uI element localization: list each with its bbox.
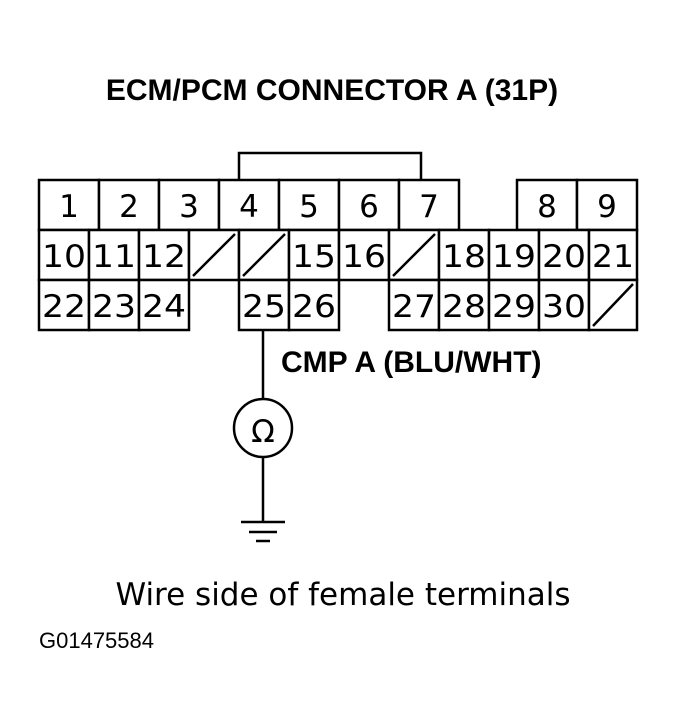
terminal-cavity xyxy=(537,278,591,332)
pin-number: 5 xyxy=(299,189,319,225)
terminal-cavity xyxy=(87,278,141,332)
pin-number: 23 xyxy=(92,289,136,325)
pin-number: 10 xyxy=(42,239,86,275)
pin-number: 20 xyxy=(542,239,586,275)
pin-number: 30 xyxy=(542,289,586,325)
pin-number: 26 xyxy=(292,289,336,325)
pin-number: 2 xyxy=(119,189,139,225)
test-circuit: Ω xyxy=(232,330,294,543)
ground-icon xyxy=(241,520,285,543)
pin-number: 3 xyxy=(179,189,199,225)
pin-number: 29 xyxy=(492,289,536,325)
pin-number: 1 xyxy=(59,189,79,225)
terminal-cavity xyxy=(37,228,91,282)
pin-number: 22 xyxy=(42,289,86,325)
pin-number: 15 xyxy=(292,239,336,275)
connector-lock-tab xyxy=(237,151,423,180)
empty-cavity-slash xyxy=(592,283,634,327)
terminal-cavity xyxy=(37,278,91,332)
pin-number: 21 xyxy=(592,239,634,275)
terminal-cavity xyxy=(337,228,391,282)
empty-cavity-slash xyxy=(192,233,236,277)
pin-number: 19 xyxy=(492,239,536,275)
pin-number: 28 xyxy=(442,289,486,325)
pin-number: 27 xyxy=(392,289,436,325)
pin-number: 4 xyxy=(239,189,259,225)
pin-number: 9 xyxy=(597,189,617,225)
connector-title: ECM/PCM CONNECTOR A (31P) xyxy=(106,74,558,107)
terminal-cavity xyxy=(137,278,191,332)
pin-number: 6 xyxy=(359,189,379,225)
pin-number: 8 xyxy=(537,189,557,225)
pin-number: 18 xyxy=(442,239,486,275)
pin-number: 16 xyxy=(342,239,386,275)
pin-number: 25 xyxy=(242,289,286,325)
figure-code: G01475584 xyxy=(39,628,154,653)
terminal-cavity xyxy=(587,228,639,282)
terminal-cavity xyxy=(287,278,341,332)
pin-number: 24 xyxy=(142,289,186,325)
terminal-cavity xyxy=(515,178,579,232)
pin-number: 11 xyxy=(92,239,136,275)
pin-number: 12 xyxy=(142,239,186,275)
terminal-cavity xyxy=(487,228,541,282)
terminal-cavity xyxy=(287,228,341,282)
terminal-cavity xyxy=(487,278,541,332)
terminal-cavity xyxy=(437,228,491,282)
terminal-cavity xyxy=(237,278,291,332)
empty-cavity-slash xyxy=(242,233,286,277)
empty-cavity-slash xyxy=(392,233,436,277)
diagram-caption: Wire side of female terminals xyxy=(115,577,570,613)
probe-label: CMP A (BLU/WHT) xyxy=(281,346,542,379)
ohm-symbol: Ω xyxy=(251,414,275,450)
pin-number: 7 xyxy=(419,189,439,225)
